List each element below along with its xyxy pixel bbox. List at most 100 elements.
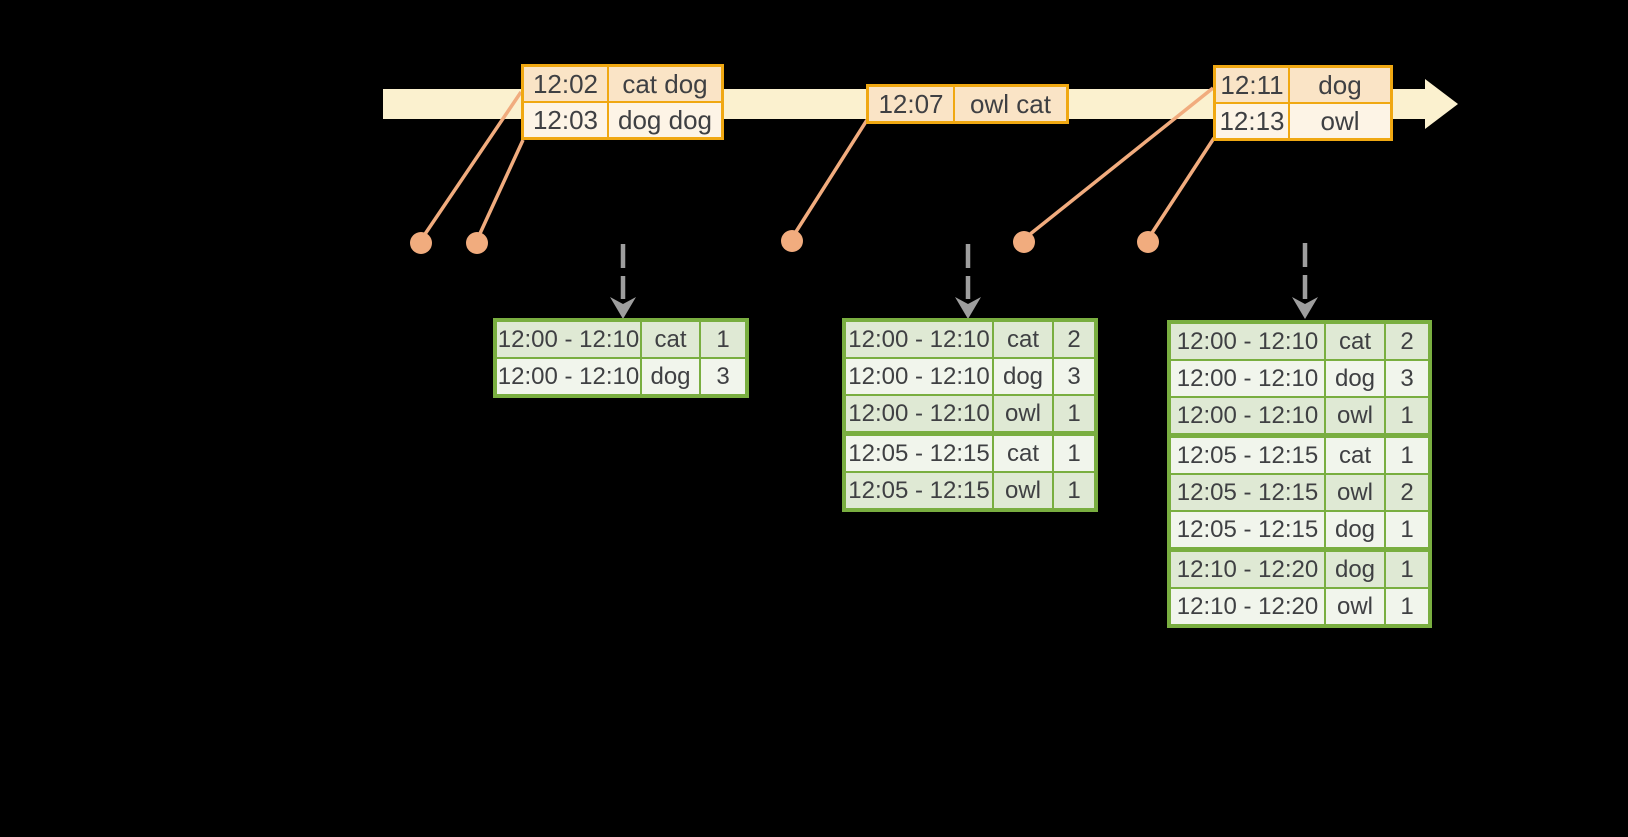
connector-line <box>1146 137 1216 240</box>
event-time-cell: 12:07 <box>869 87 953 121</box>
event-words-cell: dog dog <box>609 103 721 137</box>
window-cell: 12:00 - 12:10 <box>497 359 640 394</box>
window-cell: 12:00 - 12:10 <box>846 322 992 357</box>
arrowhead-icon <box>1292 297 1318 319</box>
connector-line <box>1022 86 1215 241</box>
trigger-arrow-heads <box>610 297 1318 319</box>
count-cell: 1 <box>1386 438 1428 473</box>
count-cell: 2 <box>1386 324 1428 359</box>
word-cell: owl <box>994 473 1052 508</box>
event-time-dots <box>410 230 1159 254</box>
window-cell: 12:05 - 12:15 <box>1171 475 1324 510</box>
count-cell: 1 <box>1054 396 1094 431</box>
count-cell: 3 <box>701 359 745 394</box>
event-words-cell: dog <box>1290 68 1390 102</box>
window-cell: 12:05 - 12:15 <box>1171 512 1324 547</box>
count-cell: 2 <box>1054 322 1094 357</box>
event-dot <box>466 232 488 254</box>
word-cell: cat <box>1326 324 1384 359</box>
event-time-connector-lines <box>419 86 1216 241</box>
word-cell: dog <box>1326 361 1384 396</box>
window-cell: 12:00 - 12:10 <box>846 396 992 431</box>
trigger-arrow-lines <box>620 243 1308 299</box>
word-cell: cat <box>1326 438 1384 473</box>
count-cell: 1 <box>1386 512 1428 547</box>
word-cell: dog <box>994 359 1052 394</box>
event-time-cell: 12:02 <box>524 67 607 101</box>
word-cell: dog <box>1326 552 1384 587</box>
window-cell: 12:10 - 12:20 <box>1171 589 1324 624</box>
window-cell: 12:00 - 12:10 <box>497 322 640 357</box>
event-words-cell: owl cat <box>955 87 1066 121</box>
event-words-cell: cat dog <box>609 67 721 101</box>
count-cell: 1 <box>701 322 745 357</box>
event-time-cell: 12:03 <box>524 103 607 137</box>
window-cell: 12:05 - 12:15 <box>846 436 992 471</box>
count-cell: 1 <box>1386 552 1428 587</box>
word-cell: owl <box>994 396 1052 431</box>
window-cell: 12:00 - 12:10 <box>1171 398 1324 433</box>
count-cell: 1 <box>1386 589 1428 624</box>
window-cell: 12:10 - 12:20 <box>1171 552 1324 587</box>
word-cell: dog <box>1326 512 1384 547</box>
connector-line <box>475 139 525 241</box>
window-cell: 12:05 - 12:15 <box>1171 438 1324 473</box>
window-cell: 12:00 - 12:10 <box>846 359 992 394</box>
word-cell: owl <box>1326 589 1384 624</box>
window-cell: 12:05 - 12:15 <box>846 473 992 508</box>
count-cell: 1 <box>1054 436 1094 471</box>
arrowhead-icon <box>610 297 636 319</box>
window-cell: 12:00 - 12:10 <box>1171 324 1324 359</box>
word-cell: cat <box>994 436 1052 471</box>
event-time-cell: 12:13 <box>1216 104 1288 138</box>
word-cell: cat <box>642 322 699 357</box>
count-cell: 1 <box>1386 398 1428 433</box>
word-cell: dog <box>642 359 699 394</box>
event-dot <box>1137 231 1159 253</box>
window-cell: 12:00 - 12:10 <box>1171 361 1324 396</box>
word-cell: owl <box>1326 475 1384 510</box>
count-cell: 1 <box>1054 473 1094 508</box>
count-cell: 2 <box>1386 475 1428 510</box>
connector-line <box>790 119 869 239</box>
event-time-axis-arrowhead-icon <box>1425 79 1458 129</box>
event-words-cell: owl <box>1290 104 1390 138</box>
arrowhead-icon <box>955 297 981 319</box>
count-cell: 3 <box>1054 359 1094 394</box>
event-time-cell: 12:11 <box>1216 68 1288 102</box>
count-cell: 3 <box>1386 361 1428 396</box>
word-cell: owl <box>1326 398 1384 433</box>
event-dot <box>410 232 432 254</box>
event-dot <box>1013 231 1035 253</box>
word-cell: cat <box>994 322 1052 357</box>
event-dot <box>781 230 803 252</box>
